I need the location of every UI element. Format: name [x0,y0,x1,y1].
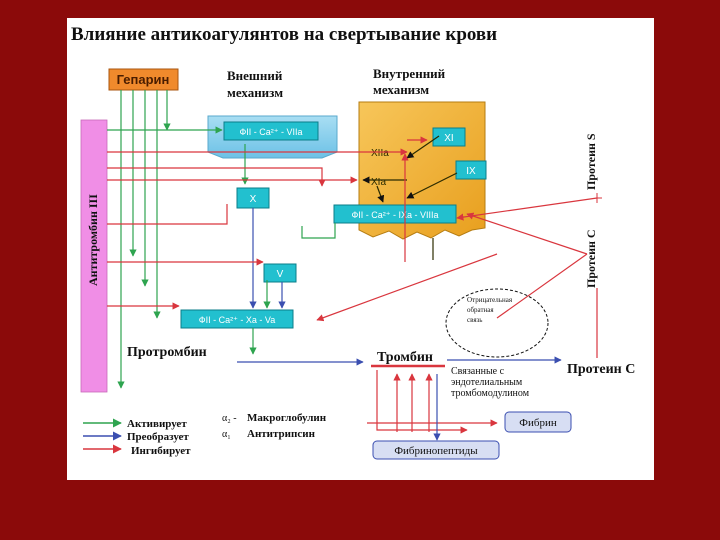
fibrinopeptides-box [372,440,500,460]
legend-inhibits: Ингибирует [131,445,191,457]
prothrombinase-label: ФII - Ca²⁺ - Xa - Va [199,315,275,325]
inhibition-arrows [107,136,598,441]
feedback-label-2: обратная [467,306,494,314]
legend-a2-symbol: α₂ - [222,413,237,424]
legend-activates: Активирует [127,418,187,430]
feedback-label-3: связь [467,316,483,324]
protein-s-label: Протеин S [584,133,598,190]
coagulation-diagram: Влияние антикоагулянтов на свертывание к… [71,24,635,460]
heparin-box [108,68,179,91]
factor-v-label: V [277,269,284,280]
protein-c-vertical-label: Протеин С [584,229,598,288]
legend-converts: Преобразует [127,431,189,443]
factor-xia-label: XIa [371,177,386,188]
extrinsic-label-1: Внешний [227,68,283,83]
heparin-activation-arrows [107,90,223,389]
legend-a1-symbol: α₁ [222,429,231,440]
factor-ix-label: IX [466,166,476,177]
factor-v-box [263,263,297,283]
factor-xi-box [432,127,466,147]
prothrombinase-box [180,309,294,329]
legend-a2-label: Макроглобулин [247,412,327,424]
extrinsic-label-2: механизм [227,85,283,100]
fibrin-box [504,411,572,433]
extrinsic-complex-label: ФII - Ca²⁺ - VIIa [239,127,302,137]
factor-xi-label: XI [444,133,453,144]
thrombomodulin-label-1: Связанные с [451,366,505,377]
intrinsic-complex-label: ФII - Ca²⁺ - IXa - VIIIa [351,210,438,220]
coagulation-flow-arrows [237,135,562,366]
factor-ix-box [455,160,487,180]
antithrombin-label: Антитромбин III [86,194,100,286]
legend-a1-label: Антитрипсин [247,428,316,440]
feedback-label-1: Отрицательная [467,296,513,304]
fibrinopeptides-label: Фибринопептиды [394,445,478,457]
factor-x-label: X [250,194,257,205]
fibrin-label: Фибрин [519,417,557,429]
intrinsic-label-2: механизм [373,82,429,97]
thrombomodulin-label-2: эндотелиальным [451,377,523,388]
factor-xiia-label: XIIa [371,148,389,159]
heparin-label: Гепарин [117,72,170,87]
feedback-ellipse [445,288,549,358]
thrombomodulin-label-3: тромбомодулином [451,388,530,399]
thrombin-label: Тромбин [377,350,433,365]
extrinsic-complex-box [223,121,319,141]
legend: Активирует Преобразует Ингибирует α₂ - М… [83,412,327,457]
prothrombin-label: Протромбин [127,345,207,360]
slide: Влияние антикоагулянтов на свертывание к… [67,18,654,480]
protein-c-label: Протеин С [567,362,635,377]
intrinsic-label-1: Внутренний [373,66,446,81]
slide-title: Влияние антикоагулянтов на свертывание к… [71,24,497,45]
intrinsic-complex-box [333,204,457,224]
antithrombin-bar [81,120,107,392]
